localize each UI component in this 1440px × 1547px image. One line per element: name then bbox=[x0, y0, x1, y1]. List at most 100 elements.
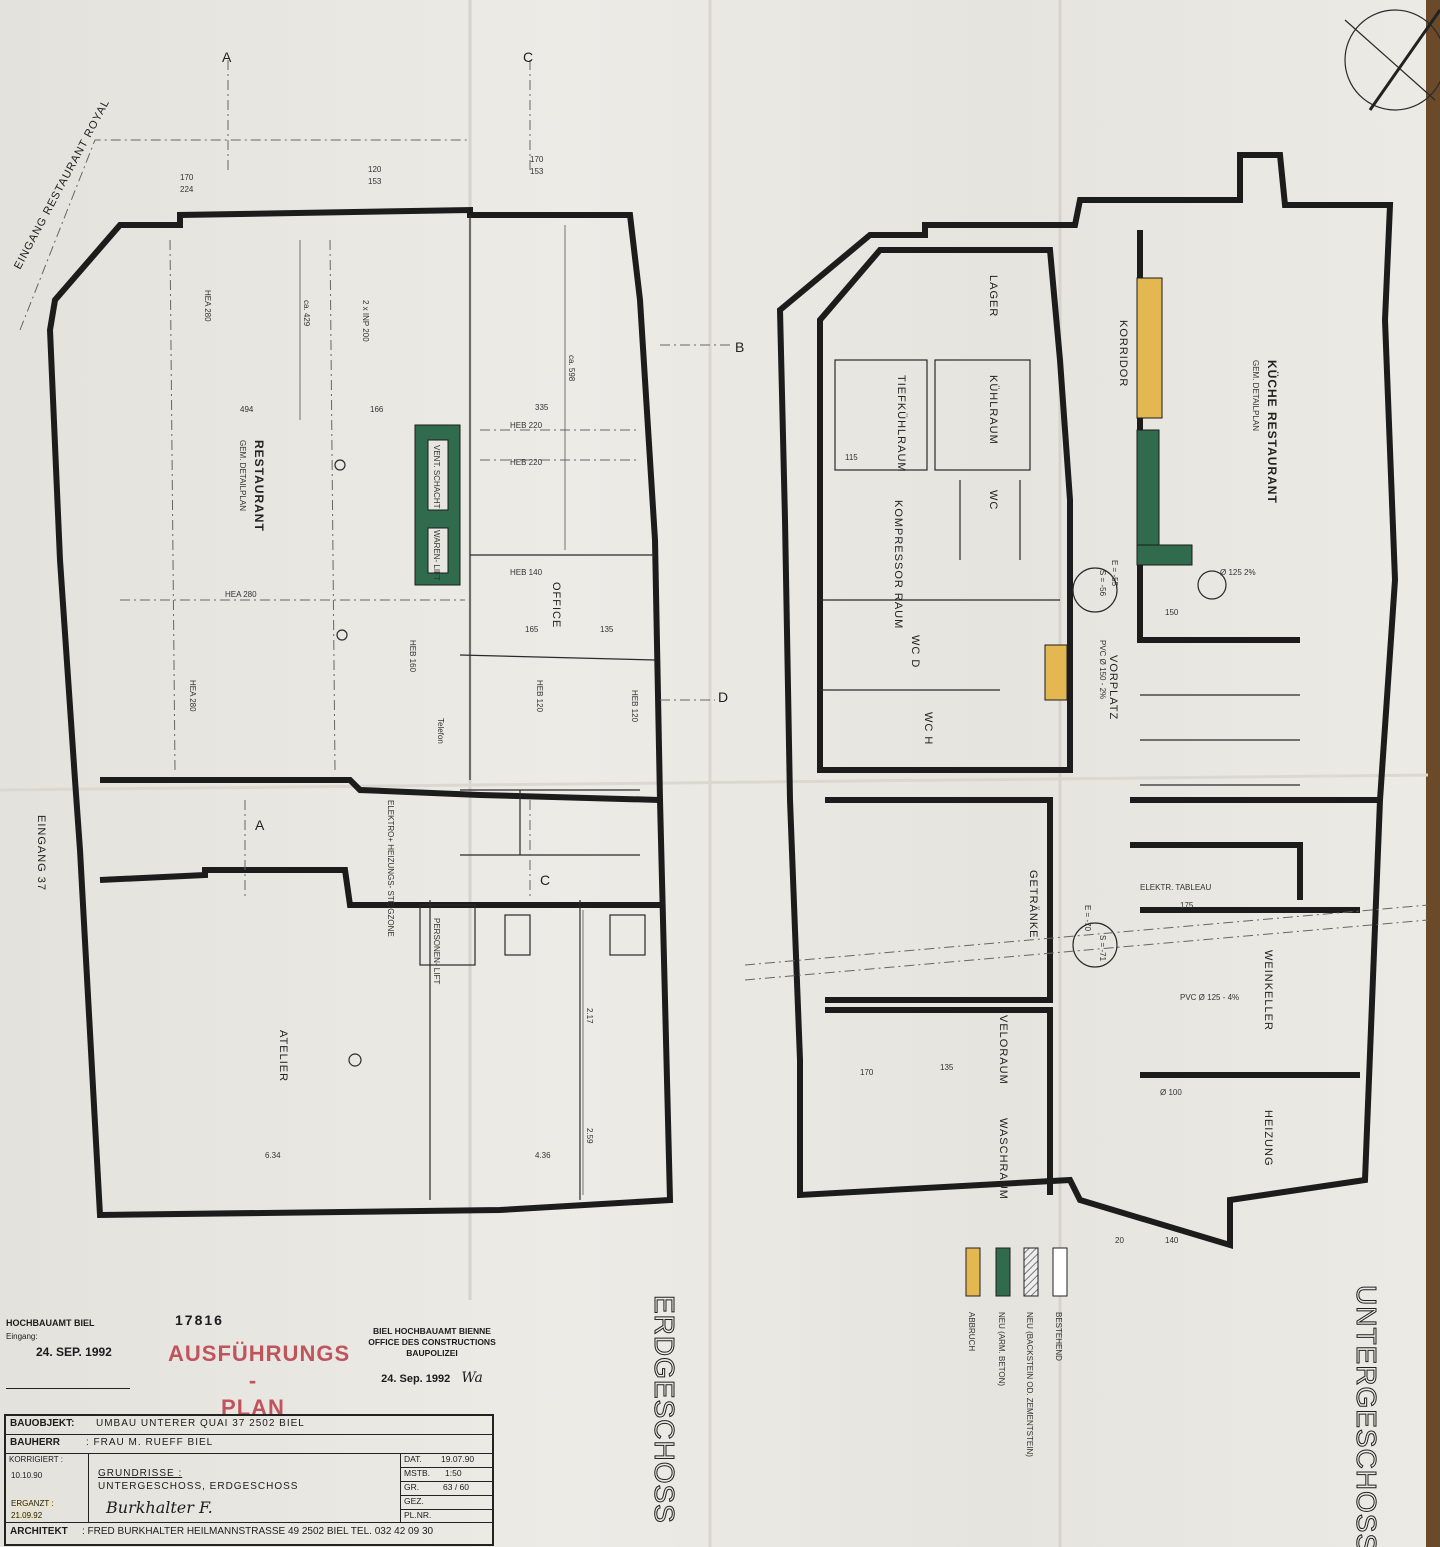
drawing-content: UNTERGESCHOSS, ERDGESCHOSS bbox=[98, 1481, 299, 1492]
stamp-initials: Wa bbox=[461, 1370, 483, 1386]
room-label-tiefkuehlraum: TIEFKÜHLRAUM bbox=[895, 375, 907, 473]
svg-text:153: 153 bbox=[368, 177, 382, 186]
room-label-warenlift: WAREN- LIFT bbox=[432, 530, 441, 581]
svg-text:140: 140 bbox=[1165, 1236, 1179, 1245]
entrance-label-37: EINGANG 37 bbox=[35, 815, 47, 891]
svg-text:20: 20 bbox=[1115, 1236, 1124, 1245]
svg-text:6.34: 6.34 bbox=[265, 1151, 281, 1160]
entrance-label-restaurant-royal: EINGANG RESTAURANT ROYAL bbox=[12, 97, 112, 271]
stamp-line: BAUPOLIZEI bbox=[406, 1348, 458, 1358]
level-note: E = -70 bbox=[1083, 905, 1092, 932]
room-label-wc-d: WC D bbox=[909, 635, 921, 668]
beam-label: HEB 220 bbox=[510, 458, 543, 467]
bauobjekt-value: UMBAU UNTERER QUAI 37 2502 BIEL bbox=[96, 1418, 305, 1429]
stamp-date: 24. SEP. 1992 bbox=[36, 1345, 112, 1359]
field-label: DAT. bbox=[404, 1454, 422, 1464]
beam-label: 2 x INP 200 bbox=[361, 300, 370, 342]
room-label-waschraum: WASCHRAUM bbox=[997, 1118, 1009, 1200]
section-marker-a: A bbox=[255, 817, 265, 833]
room-label-vent-schacht: VENT. SCHACHT bbox=[432, 445, 441, 509]
svg-text:135: 135 bbox=[940, 1063, 954, 1072]
dimension-label: ca. 429 bbox=[302, 300, 311, 327]
svg-text:4.36: 4.36 bbox=[535, 1151, 551, 1160]
room-label-kueche-restaurant: KÜCHE RESTAURANT bbox=[1265, 360, 1280, 504]
drawing-title: GRUNDRISSE : bbox=[98, 1468, 183, 1479]
room-label-heizung: HEIZUNG bbox=[1262, 1110, 1274, 1167]
beam-label: HEB 120 bbox=[630, 690, 639, 723]
bauobjekt-label: BAUOBJEKT: bbox=[10, 1418, 75, 1429]
field-value: 19.07.90 bbox=[441, 1454, 475, 1464]
stamp-office: HOCHBAUAMT BIEL bbox=[6, 1318, 95, 1328]
architekt-label: ARCHITEKT bbox=[10, 1526, 68, 1537]
bauherr-value: : FRAU M. RUEFF BIEL bbox=[86, 1437, 214, 1448]
svg-text:175: 175 bbox=[1180, 901, 1194, 910]
room-label-office: OFFICE bbox=[550, 582, 562, 628]
legend-label: BESTEHEND bbox=[1054, 1312, 1063, 1361]
stamp-number: 17816 bbox=[175, 1312, 224, 1328]
ergaenzt-value: 21.09.92 bbox=[11, 1511, 43, 1520]
legend-swatch-abbruch bbox=[965, 1247, 981, 1297]
field-label: GEZ. bbox=[404, 1496, 424, 1506]
svg-text:153: 153 bbox=[530, 167, 544, 176]
field-value: 1:50 bbox=[445, 1468, 462, 1478]
korrigiert-label: KORRIGIERT : bbox=[9, 1455, 63, 1464]
section-marker-c: C bbox=[523, 49, 533, 65]
room-label-personenlift: PERSONEN- LIFT bbox=[432, 918, 441, 984]
legend-swatch-backstein bbox=[1023, 1247, 1039, 1297]
stamp-date: 24. Sep. 1992 bbox=[381, 1373, 451, 1385]
svg-text:170: 170 bbox=[530, 155, 544, 164]
svg-text:150: 150 bbox=[1165, 608, 1179, 617]
dimension-label: ca. 598 bbox=[567, 355, 576, 382]
room-label-wc-h: WC H bbox=[922, 712, 934, 745]
legend bbox=[965, 1247, 1068, 1297]
stamp-line: OFFICE DES CONSTRUCTIONS bbox=[368, 1337, 496, 1347]
section-marker-a: A bbox=[222, 49, 232, 65]
beam-label: HEB 160 bbox=[408, 640, 417, 673]
bauherr-label: BAUHERR bbox=[10, 1437, 60, 1448]
north-arrow bbox=[1344, 9, 1440, 111]
approval-stamp: BIEL HOCHBAUAMT BIENNE OFFICE DES CONSTR… bbox=[362, 1326, 502, 1385]
room-label-atelier: ATELIER bbox=[277, 1030, 289, 1082]
room-label-weinkeller: WEINKELLER bbox=[1262, 950, 1274, 1031]
stamp-line: AUSFÜHRUNGS - bbox=[168, 1341, 351, 1393]
room-label-telefon: Telefon bbox=[436, 718, 445, 744]
ground-floor-title: ERDGESCHOSS bbox=[649, 1295, 680, 1524]
room-label-kompressor-raum: KOMPRESSOR RAUM bbox=[892, 500, 904, 629]
received-stamp: HOCHBAUAMT BIEL Eingang: 24. SEP. 1992 bbox=[6, 1318, 130, 1389]
pipe-note: PVC Ø 125 - 4% bbox=[1180, 993, 1239, 1002]
room-label-getraenke: GETRÄNKE bbox=[1027, 870, 1039, 939]
room-label-lager: LAGER bbox=[987, 275, 999, 317]
signature: Burkhalter F. bbox=[106, 1498, 213, 1517]
svg-text:166: 166 bbox=[370, 405, 384, 414]
table-edge bbox=[1426, 0, 1440, 1547]
legend-label: NEU (ARM. BETON) bbox=[997, 1312, 1006, 1386]
room-label-veloraum: VELORAUM bbox=[997, 1015, 1009, 1085]
room-label-wc: WC bbox=[987, 490, 999, 510]
beam-label: HEB 140 bbox=[510, 568, 543, 577]
dimension-label: 2.17 bbox=[585, 1008, 594, 1024]
room-label-vorplatz: VORPLATZ bbox=[1107, 655, 1119, 720]
section-marker-b: B bbox=[735, 339, 744, 355]
field-label: PL.NR. bbox=[404, 1510, 432, 1520]
room-label-restaurant: RESTAURANT bbox=[252, 440, 266, 532]
beam-label: HEB 120 bbox=[535, 680, 544, 713]
architekt-value: : FRED BURKHALTER HEILMANNSTRASSE 49 250… bbox=[82, 1526, 434, 1537]
legend-label: NEU (BACKSTEIN OD. ZEMENTSTEIN) bbox=[1025, 1312, 1034, 1457]
room-note: GEM. DETAILPLAN bbox=[238, 440, 247, 511]
korrigiert-value: 10.10.90 bbox=[11, 1471, 43, 1480]
section-marker-c: C bbox=[540, 872, 550, 888]
svg-text:494: 494 bbox=[240, 405, 254, 414]
title-block: BAUOBJEKT: UMBAU UNTERER QUAI 37 2502 BIE… bbox=[4, 1414, 494, 1546]
section-markers bbox=[227, 60, 730, 900]
level-note: E = -55 bbox=[1110, 560, 1119, 587]
svg-text:170: 170 bbox=[180, 173, 194, 182]
svg-text:115: 115 bbox=[845, 453, 858, 462]
level-note: S = -56 bbox=[1098, 570, 1107, 597]
level-note: S = -71 bbox=[1098, 935, 1107, 962]
field-value: 63 / 60 bbox=[443, 1482, 469, 1492]
room-label-elektr-tableau: ELEKTR. TABLEAU bbox=[1140, 883, 1212, 892]
svg-text:224: 224 bbox=[180, 185, 194, 194]
